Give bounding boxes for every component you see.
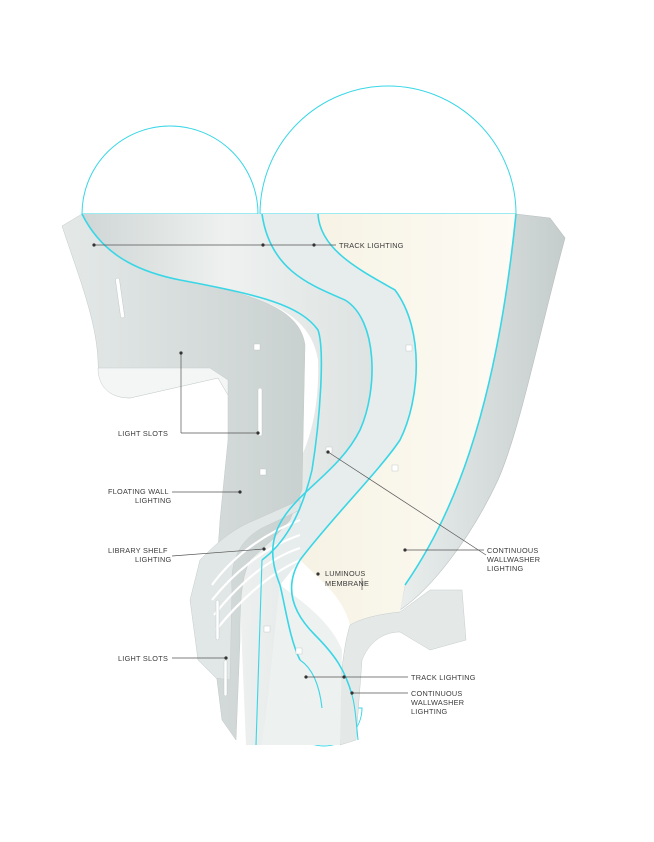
bottom-column xyxy=(246,585,342,745)
label-wallwasher-right-line2: WALLWASHER xyxy=(487,555,540,564)
light-lines xyxy=(81,213,517,746)
label-floating-wall-line1: FLOATING WALL xyxy=(108,487,169,496)
label-track-lighting-bottom: TRACK LIGHTING xyxy=(411,673,476,682)
central-wall-left xyxy=(82,214,373,745)
label-wallwasher-bottom-line3: LIGHTING xyxy=(411,707,448,716)
label-light-slots-lower: LIGHT SLOTS xyxy=(118,654,168,663)
leader-lines xyxy=(94,244,487,694)
right-dome xyxy=(259,85,517,215)
label-wallwasher-bottom-line2: WALLWASHER xyxy=(411,698,464,707)
label-floating-wall-line2: LIGHTING xyxy=(135,496,172,505)
shelf-lip xyxy=(97,367,229,399)
label-light-slots-upper: LIGHT SLOTS xyxy=(118,429,168,438)
label-luminous-membrane-line1: LUMINOUS xyxy=(325,569,366,578)
label-library-shelf-line2: LIGHTING xyxy=(135,555,172,564)
label-wallwasher-right-line3: LIGHTING xyxy=(487,564,524,573)
left-dome xyxy=(81,125,259,215)
shelf-fin-lines xyxy=(211,518,301,631)
central-wall-upper xyxy=(262,214,417,585)
label-wallwasher-bottom-line1: CONTINUOUS xyxy=(411,689,463,698)
label-wallwasher-right-line1: CONTINUOUS xyxy=(487,546,539,555)
label-track-lighting-top: TRACK LIGHTING xyxy=(339,241,404,250)
light-slots xyxy=(115,277,413,697)
label-luminous-membrane-line2: MEMBRANE xyxy=(325,579,369,588)
label-library-shelf-line1: LIBRARY SHELF xyxy=(108,546,168,555)
leader-dots xyxy=(92,243,407,695)
luminous-membrane xyxy=(300,214,516,625)
labels: TRACK LIGHTING LIGHT SLOTS FLOATING WALL… xyxy=(108,241,540,716)
